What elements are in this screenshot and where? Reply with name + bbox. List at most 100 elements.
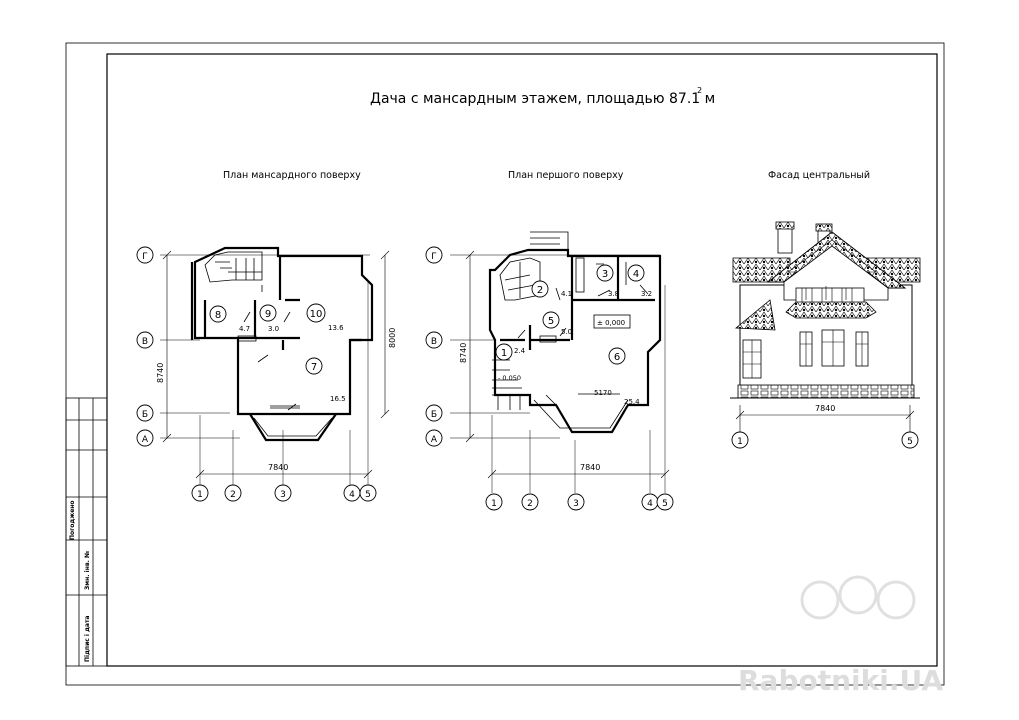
sheet-title-sup: 2: [697, 86, 702, 95]
facade-elevation: [730, 221, 921, 399]
outer-frame: [65, 42, 945, 686]
attic-dim-height-right: 8000: [380, 250, 397, 419]
attic-area-10: 13.6: [328, 324, 344, 332]
svg-text:4: 4: [349, 490, 355, 500]
svg-text:7840: 7840: [268, 463, 288, 472]
first-room-6: 6: [608, 347, 626, 365]
svg-text:1: 1: [491, 499, 497, 509]
attic-area-7: 16.5: [330, 395, 346, 403]
svg-text:Б: Б: [142, 410, 148, 420]
attic-area-8: 4.7: [239, 325, 250, 333]
first-room-3: 3: [596, 264, 614, 282]
stamp-inventory: Змн. інв. №: [84, 550, 91, 590]
attic-axis-row-a: А: [136, 429, 154, 447]
attic-room-9: 9: [259, 304, 277, 322]
attic-axis-col-5: 5: [359, 484, 377, 502]
svg-text:А: А: [142, 435, 149, 445]
svg-text:4: 4: [633, 269, 639, 280]
stamp-signature: Підпис і дата: [84, 616, 91, 663]
stamp-approved: Погоджено: [69, 500, 76, 540]
first-area-4: 3.2: [641, 290, 652, 298]
svg-text:Б: Б: [431, 410, 437, 420]
first-axis-col-5: 5: [656, 493, 674, 511]
attic-room-7: 7: [305, 357, 323, 375]
first-area-2: 4.1: [561, 290, 572, 298]
svg-text:7: 7: [311, 362, 317, 373]
sheet-title: Дача с мансардным этажем, площадью 87.1 …: [370, 91, 715, 107]
svg-text:5: 5: [365, 490, 371, 500]
first-area-1: 2.4: [514, 347, 526, 355]
svg-text:4: 4: [647, 499, 653, 509]
attic-plan: [160, 246, 374, 485]
svg-text:3: 3: [602, 269, 608, 280]
attic-dim-width: 7840: [195, 463, 373, 479]
facade-axis-col-5: 5: [901, 431, 919, 449]
watermark-logo: [800, 575, 916, 620]
svg-text:2: 2: [527, 499, 533, 509]
svg-text:3: 3: [280, 490, 286, 500]
svg-text:7840: 7840: [580, 463, 600, 472]
first-plan-label: План першого поверху: [508, 170, 624, 181]
svg-text:5: 5: [662, 499, 668, 509]
first-axis-row-g: Г: [425, 246, 443, 264]
svg-text:9: 9: [265, 309, 271, 320]
attic-room-10: 10: [306, 303, 326, 323]
svg-text:5: 5: [548, 316, 554, 327]
first-area-3: 3.8: [608, 290, 619, 298]
svg-text:8740: 8740: [459, 343, 468, 363]
first-room-5: 5: [542, 311, 560, 329]
first-axis-row-a: А: [425, 429, 443, 447]
first-dim-inner: 5170: [594, 389, 612, 397]
first-axis-row-v: В: [425, 331, 443, 349]
first-floor-plan: [450, 231, 666, 493]
facade-label: Фасад центральный: [768, 170, 870, 181]
attic-room-8: 8: [209, 305, 227, 323]
svg-text:Г: Г: [142, 252, 148, 262]
level-mark-zero: ± 0,000: [597, 319, 625, 327]
svg-text:6: 6: [614, 352, 620, 363]
attic-axis-col-1: 1: [191, 484, 209, 502]
attic-dim-height-left: 8740: [156, 250, 172, 443]
svg-text:2: 2: [537, 285, 543, 296]
attic-axis-col-4: 4: [343, 484, 361, 502]
svg-text:В: В: [142, 337, 148, 347]
svg-text:7840: 7840: [815, 404, 835, 413]
inner-frame: [106, 53, 938, 667]
svg-text:2: 2: [230, 490, 236, 500]
svg-text:8740: 8740: [156, 363, 165, 383]
facade-dim-width: 7840: [735, 404, 915, 432]
first-room-2: 2: [531, 280, 549, 298]
watermark-text: Rabotniki.UA: [738, 664, 943, 697]
first-axis-col-4: 4: [641, 493, 659, 511]
attic-axis-row-b: Б: [136, 404, 154, 422]
first-area-6: 25.4: [624, 398, 640, 406]
svg-text:Г: Г: [431, 252, 437, 262]
facade-axis-col-1: 1: [731, 431, 749, 449]
svg-text:8: 8: [215, 310, 221, 321]
svg-text:1: 1: [501, 348, 507, 359]
first-axis-row-b: Б: [425, 404, 443, 422]
svg-text:1: 1: [737, 437, 743, 447]
svg-text:А: А: [431, 435, 438, 445]
attic-axis-row-g: Г: [136, 246, 154, 264]
svg-text:В: В: [431, 337, 437, 347]
attic-axis-col-2: 2: [224, 484, 242, 502]
attic-axis-col-3: 3: [274, 484, 292, 502]
svg-text:8000: 8000: [388, 328, 397, 348]
svg-text:3: 3: [573, 499, 579, 509]
first-dim-height-left: 8740: [459, 250, 475, 443]
first-area-5: 5.0: [561, 328, 572, 336]
svg-text:5: 5: [907, 437, 913, 447]
first-room-4: 4: [627, 264, 645, 282]
attic-area-9: 3.0: [268, 325, 279, 333]
level-mark-minus: - 0.050: [498, 374, 521, 382]
attic-plan-label: План мансардного поверху: [223, 170, 361, 181]
first-dim-width: 7840: [487, 463, 670, 479]
attic-axis-row-v: В: [136, 331, 154, 349]
first-axis-col-1: 1: [485, 493, 503, 511]
first-axis-col-3: 3: [567, 493, 585, 511]
svg-text:1: 1: [197, 490, 203, 500]
svg-text:10: 10: [310, 309, 323, 320]
first-axis-col-2: 2: [521, 493, 539, 511]
